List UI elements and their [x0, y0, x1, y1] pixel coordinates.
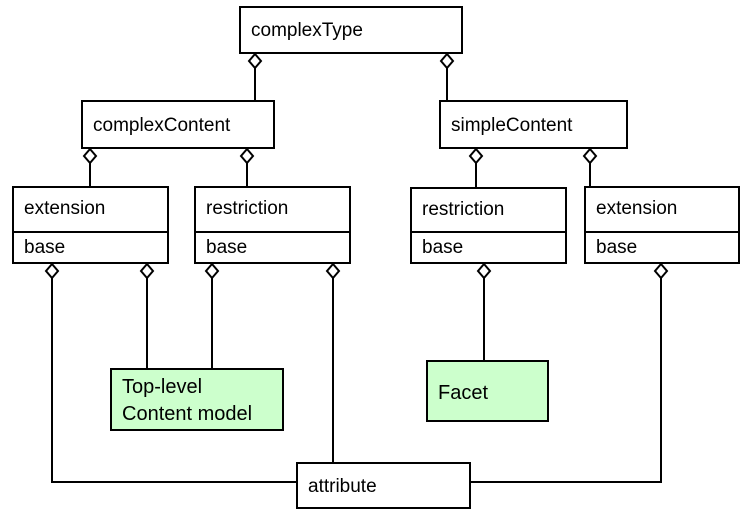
diamond-icon — [82, 147, 98, 165]
connector-cc-extension-attribute — [51, 278, 298, 483]
divider — [196, 231, 349, 233]
sc-extension-box: extension base — [584, 186, 740, 264]
complexcontent-box: complexContent — [81, 100, 275, 149]
connector-sc-extension-attribute — [470, 278, 662, 483]
diamond-icon — [139, 262, 155, 280]
divider — [586, 231, 738, 233]
top-level-content-model-box: Top-level Content model — [110, 368, 284, 431]
cc-restriction-base-label: base — [206, 237, 248, 258]
cc-extension-box: extension base — [12, 186, 169, 264]
cc-restriction-box: restriction base — [194, 186, 351, 264]
sc-restriction-box: restriction base — [410, 187, 567, 264]
cc-restriction-label: restriction — [206, 198, 289, 219]
diamond-icon — [582, 147, 598, 165]
complextype-label: complexType — [251, 20, 363, 41]
top-level-label-line1: Top-level — [122, 376, 203, 398]
diamond-icon — [239, 147, 255, 165]
sc-restriction-base-label: base — [422, 237, 464, 258]
complextype-box: complexType — [239, 6, 463, 54]
facet-label: Facet — [438, 382, 489, 404]
diamond-icon — [468, 147, 484, 165]
diamond-icon — [247, 52, 263, 70]
top-level-label-line2: Content model — [122, 403, 253, 425]
complexcontent-label: complexContent — [93, 115, 231, 136]
diamond-icon — [204, 262, 220, 280]
cc-extension-base-label: base — [24, 237, 66, 258]
diamond-icon — [439, 52, 455, 70]
diamond-icon — [476, 262, 492, 280]
sc-restriction-label: restriction — [422, 199, 505, 220]
sc-extension-label: extension — [596, 198, 678, 219]
diamond-icon — [44, 262, 60, 280]
attribute-label: attribute — [308, 476, 377, 497]
simplecontent-box: simpleContent — [439, 100, 628, 149]
divider — [412, 231, 565, 233]
sc-extension-base-label: base — [596, 237, 638, 258]
simplecontent-label: simpleContent — [451, 115, 573, 136]
facet-box: Facet — [426, 360, 549, 422]
diamond-icon — [325, 262, 341, 280]
diamond-icon — [653, 262, 669, 280]
divider — [14, 231, 167, 233]
attribute-box: attribute — [296, 462, 471, 509]
cc-extension-label: extension — [24, 198, 106, 219]
